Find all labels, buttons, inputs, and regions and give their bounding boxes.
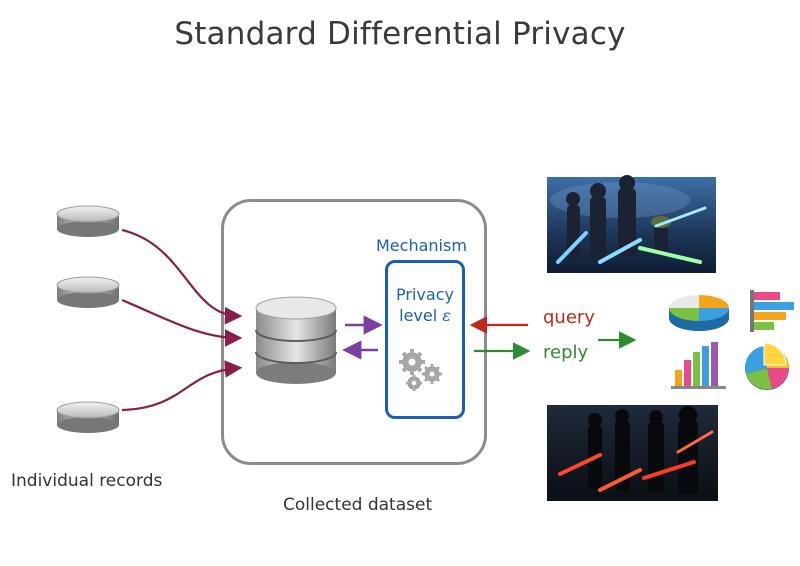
database-icon — [255, 296, 337, 384]
reply-label: reply — [543, 342, 589, 363]
collected-dataset-label: Collected dataset — [283, 495, 433, 515]
record-arrow-2 — [121, 298, 243, 347]
vertical-bar-chart-icon — [671, 342, 726, 389]
record-arrow-1 — [121, 228, 243, 325]
mechanism-label: Mechanism — [376, 236, 467, 255]
gears-icon — [399, 349, 442, 391]
record-disk-icon-1 — [56, 205, 120, 237]
page-title: Standard Differential Privacy — [174, 16, 626, 52]
pie-chart-icon — [745, 342, 789, 390]
record-arrow-3 — [121, 360, 243, 412]
mechanism-box — [385, 260, 465, 419]
privacy-label-line2: level ε — [385, 305, 465, 326]
record-disk-icon-2 — [56, 276, 120, 308]
horizontal-bar-chart-icon — [750, 290, 794, 332]
individual-records-label: Individual records — [11, 471, 163, 491]
record-disk-icon-3 — [56, 401, 120, 433]
sith-group-image — [547, 405, 718, 501]
privacy-level-label: Privacy level ε — [385, 284, 465, 326]
privacy-level-word: level — [399, 306, 438, 325]
query-label: query — [543, 307, 595, 328]
privacy-label-line1: Privacy — [396, 285, 454, 304]
jedi-group-image — [547, 175, 716, 273]
epsilon-symbol: ε — [442, 306, 451, 325]
pie-chart-icon — [669, 295, 729, 331]
